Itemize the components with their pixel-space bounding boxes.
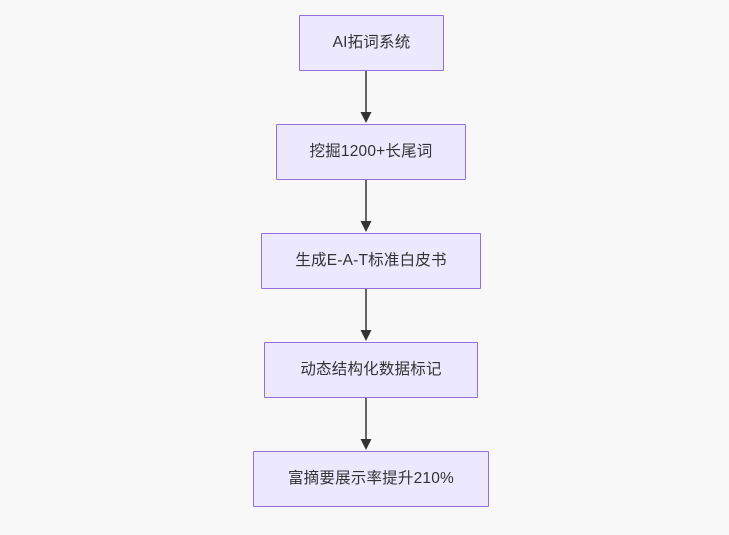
node-label: 挖掘1200+长尾词: [309, 143, 433, 161]
flowchart-edge-n4-n5: [359, 398, 373, 451]
flowchart-edge-n2-n3: [359, 180, 373, 233]
flowchart-edge-n1-n2: [359, 71, 373, 124]
flowchart-node-n2[interactable]: 挖掘1200+长尾词: [276, 124, 466, 180]
arrowhead-down-icon: [360, 439, 372, 450]
flowchart-node-n5[interactable]: 富摘要展示率提升210%: [253, 451, 489, 507]
arrowhead-down-icon: [360, 112, 372, 123]
flowchart-node-n3[interactable]: 生成E-A-T标准白皮书: [261, 233, 481, 289]
flowchart-edge-n3-n4: [359, 289, 373, 342]
flowchart-node-n4[interactable]: 动态结构化数据标记: [264, 342, 478, 398]
flowchart-node-n1[interactable]: AI拓词系统: [299, 15, 444, 71]
node-label: 生成E-A-T标准白皮书: [295, 252, 447, 270]
node-label: 动态结构化数据标记: [300, 361, 442, 379]
arrowhead-down-icon: [360, 221, 372, 232]
node-label: 富摘要展示率提升210%: [287, 470, 455, 488]
node-label: AI拓词系统: [332, 34, 411, 52]
arrowhead-down-icon: [360, 330, 372, 341]
